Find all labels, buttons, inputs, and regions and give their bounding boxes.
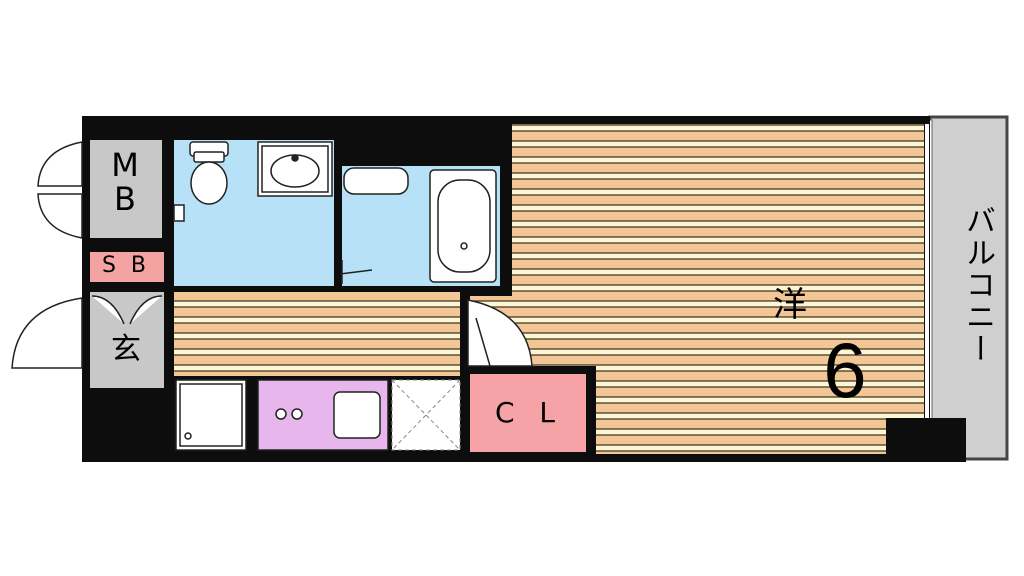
washing-machine — [175, 379, 247, 451]
meter-box — [90, 140, 162, 238]
corridor-floor — [174, 292, 460, 376]
room-size-label: 6 — [823, 326, 867, 414]
western-room-floor-bottom — [596, 366, 924, 454]
bathtub — [429, 169, 497, 283]
western-room-floor-lower — [470, 296, 924, 366]
room-door-leaf — [475, 317, 491, 367]
bath-shelf — [343, 167, 409, 195]
shoe-box-label: S B — [101, 253, 151, 278]
toilet — [173, 141, 229, 222]
entrance — [90, 292, 164, 388]
entrance-storage-door — [91, 295, 163, 325]
western-room-floor — [512, 124, 924, 296]
room-door — [467, 299, 533, 367]
western-room-label: 洋 — [773, 285, 807, 325]
balcony — [928, 115, 1009, 461]
bath-door — [339, 260, 373, 284]
meter-box-label: M B — [111, 146, 139, 218]
refrigerator-space — [391, 379, 461, 451]
pillar — [886, 418, 966, 462]
meter-box-door-bottom — [37, 193, 83, 239]
entrance-label: 玄 — [111, 332, 141, 367]
kitchen — [257, 379, 389, 451]
front-door[interactable] — [11, 297, 83, 369]
closet-label: C L — [494, 396, 564, 429]
shoe-box — [90, 252, 164, 282]
balcony-label: バルコニー — [960, 205, 995, 365]
closet — [470, 374, 586, 452]
wash-basin — [257, 141, 333, 197]
meter-box-door-top — [37, 141, 83, 187]
